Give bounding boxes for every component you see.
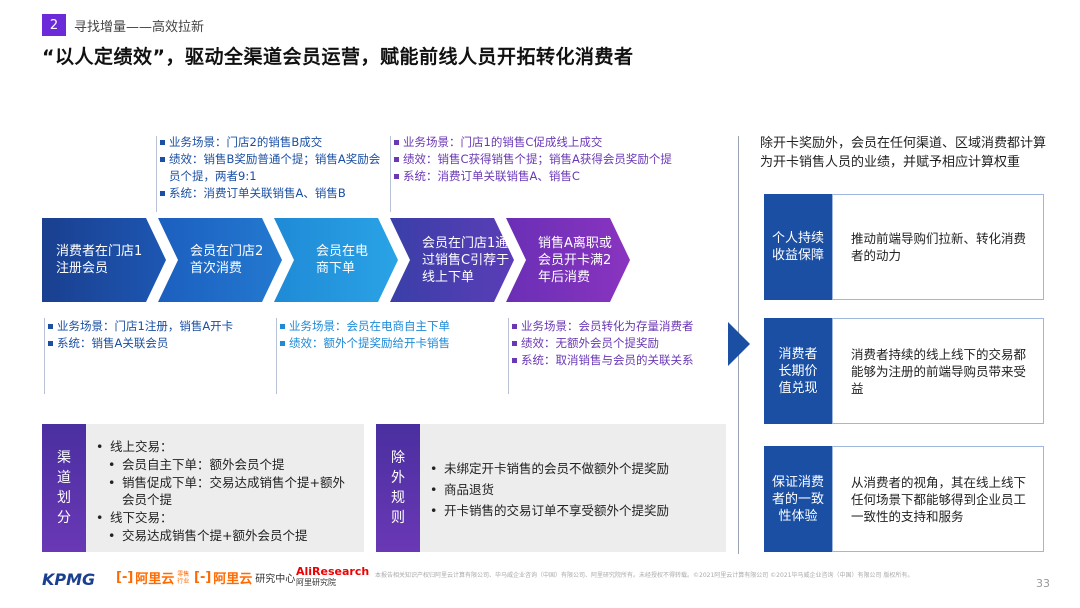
connector-line [390, 136, 391, 212]
right-panel-intro: 除开卡奖励外，会员在任何渠道、区域消费都计算为开卡销售人员的业绩，并赋予相应计算… [760, 136, 1047, 170]
step-chevron-5 [506, 218, 630, 302]
aliyun-retail-logo: [-] 阿里云 零售行业 [116, 568, 189, 587]
step-label: 会员在门店1通过销售C引荐于线上下单 [422, 235, 510, 285]
aliyun-bracket-icon: [-] [194, 570, 212, 585]
logo-subtext: 研究中心 [255, 574, 296, 585]
section-number: 2 [42, 14, 66, 36]
note-line: 系统：消费订单关联销售A、销售B [169, 186, 346, 200]
step-label: 会员在门店2首次消费 [190, 244, 264, 276]
card-label: 消费者长期价值兑现 [764, 318, 832, 424]
process-chevrons [42, 218, 630, 302]
step-1: 消费者在门店1注册会员 [56, 218, 152, 302]
connector-line [276, 318, 277, 394]
exception-box: •未绑定开卡销售的会员不做额外个提奖励 •商品退货 •开卡销售的交易订单不享受额… [420, 424, 726, 552]
note-line: 系统：取消销售与会员的关联关系 [521, 353, 694, 367]
logo-text: 阿里云 [135, 572, 175, 587]
card-text: 消费者持续的线上线下的交易都能够为注册的前端导购员带来受益 [832, 318, 1044, 424]
aliyun-bracket-icon: [-] [116, 570, 134, 585]
logo-subtext: 零售行业 [177, 570, 190, 585]
top-note-2: 业务场景：门店1的销售C促成线上成交 绩效：销售C获得销售个提；销售A获得会员奖… [394, 134, 714, 185]
connector-line [156, 136, 157, 212]
note-line: 绩效：额外个提奖励给开卡销售 [289, 336, 450, 350]
card-text: 推动前端导购们拉新、转化消费者的动力 [832, 194, 1044, 300]
logo-subtext: 阿里研究院 [296, 578, 336, 587]
channel-label: 渠道划分 [42, 424, 86, 552]
card-text: 从消费者的视角，其在线上线下任何场景下都能够得到企业员工一致性的支持和服务 [832, 446, 1044, 552]
step-4: 会员在门店1通过销售C引荐于线上下单 [422, 218, 510, 302]
logo-text: AliResearch [296, 565, 370, 578]
step-5: 销售A离职或会员开卡满2年后消费 [538, 218, 622, 302]
bottom-note-2: 业务场景：会员在电商自主下单 绩效：额外个提奖励给开卡销售 [280, 318, 502, 352]
logo-text: 阿里云 [213, 572, 253, 587]
channel-item: 销售促成下单：交易达成销售个提+额外会员个提 [122, 475, 345, 507]
channel-item: 交易达成销售个提+额外会员个提 [122, 528, 308, 543]
step-2: 会员在门店2首次消费 [190, 218, 274, 302]
step-label: 消费者在门店1注册会员 [56, 244, 143, 276]
step-chevron-2 [158, 218, 282, 302]
page-title: “以人定绩效”，驱动全渠道会员运营，赋能前线人员开拓转化消费者 [42, 46, 634, 68]
step-chevron-3 [274, 218, 398, 302]
exception-item: 未绑定开卡销售的会员不做额外个提奖励 [444, 461, 670, 476]
exception-label: 除外规则 [376, 424, 420, 552]
note-line: 系统：消费订单关联销售A、销售C [403, 169, 580, 183]
channel-item: 线上交易： [110, 439, 173, 454]
aliresearch-logo: AliResearch 阿里研究院 [296, 566, 369, 588]
page-number: 33 [1036, 577, 1050, 590]
note-line: 业务场景：门店2的销售B成交 [169, 135, 323, 149]
exception-item: 商品退货 [444, 482, 495, 497]
card-label: 保证消费者的一致性体验 [764, 446, 832, 552]
card-text-content: 消费者持续的线上线下的交易都能够为注册的前端导购员带来受益 [851, 346, 1027, 396]
connector-line [508, 318, 509, 394]
note-line: 业务场景：会员转化为存量消费者 [521, 319, 694, 333]
step-3: 会员在电商下单 [316, 218, 378, 302]
channel-item: 会员自主下单：额外会员个提 [122, 457, 285, 472]
note-line: 绩效：销售B奖励普通个提；销售A奖励会员个提，两者9:1 [169, 152, 381, 183]
connector-line [44, 318, 45, 394]
top-note-1: 业务场景：门店2的销售B成交 绩效：销售B奖励普通个提；销售A奖励会员个提，两者… [160, 134, 382, 202]
step-chevron-4 [390, 218, 514, 302]
note-line: 业务场景：门店1的销售C促成线上成交 [403, 135, 603, 149]
right-arrow-icon [728, 322, 750, 366]
note-line: 绩效：销售C获得销售个提；销售A获得会员奖励个提 [403, 152, 672, 166]
note-line: 绩效：无额外会员个提奖励 [521, 336, 659, 350]
aliyun-research-logo: [-] 阿里云 研究中心 [194, 568, 295, 587]
bottom-note-3: 业务场景：会员转化为存量消费者 绩效：无额外会员个提奖励 系统：取消销售与会员的… [512, 318, 724, 369]
step-label: 销售A离职或会员开卡满2年后消费 [538, 235, 612, 285]
note-line: 系统：销售A关联会员 [57, 336, 169, 350]
note-line: 业务场景：会员在电商自主下单 [289, 319, 450, 333]
card-text-content: 推动前端导购们拉新、转化消费者的动力 [851, 231, 1027, 263]
kpmg-logo: KPMG [42, 570, 96, 589]
section-title: 寻找增量——高效拉新 [74, 20, 205, 35]
channel-item: 线下交易： [110, 510, 173, 525]
bottom-note-1: 业务场景：门店1注册，销售A开卡 系统：销售A关联会员 [48, 318, 270, 352]
card-label: 个人持续收益保障 [764, 194, 832, 300]
step-label: 会员在电商下单 [316, 244, 369, 276]
card-text-content: 从消费者的视角，其在线上线下任何场景下都能够得到企业员工一致性的支持和服务 [851, 474, 1027, 524]
footer-disclaimer: 本报告相关知识产权归阿里云计算有限公司、毕马威企业咨询（中国）有限公司、阿里研究… [375, 572, 914, 579]
channel-box: •线上交易： •会员自主下单：额外会员个提 •销售促成下单：交易达成销售个提+额… [86, 424, 364, 552]
step-chevron-1 [42, 218, 166, 302]
note-line: 业务场景：门店1注册，销售A开卡 [57, 319, 234, 333]
exception-item: 开卡销售的交易订单不享受额外个提奖励 [444, 503, 670, 518]
